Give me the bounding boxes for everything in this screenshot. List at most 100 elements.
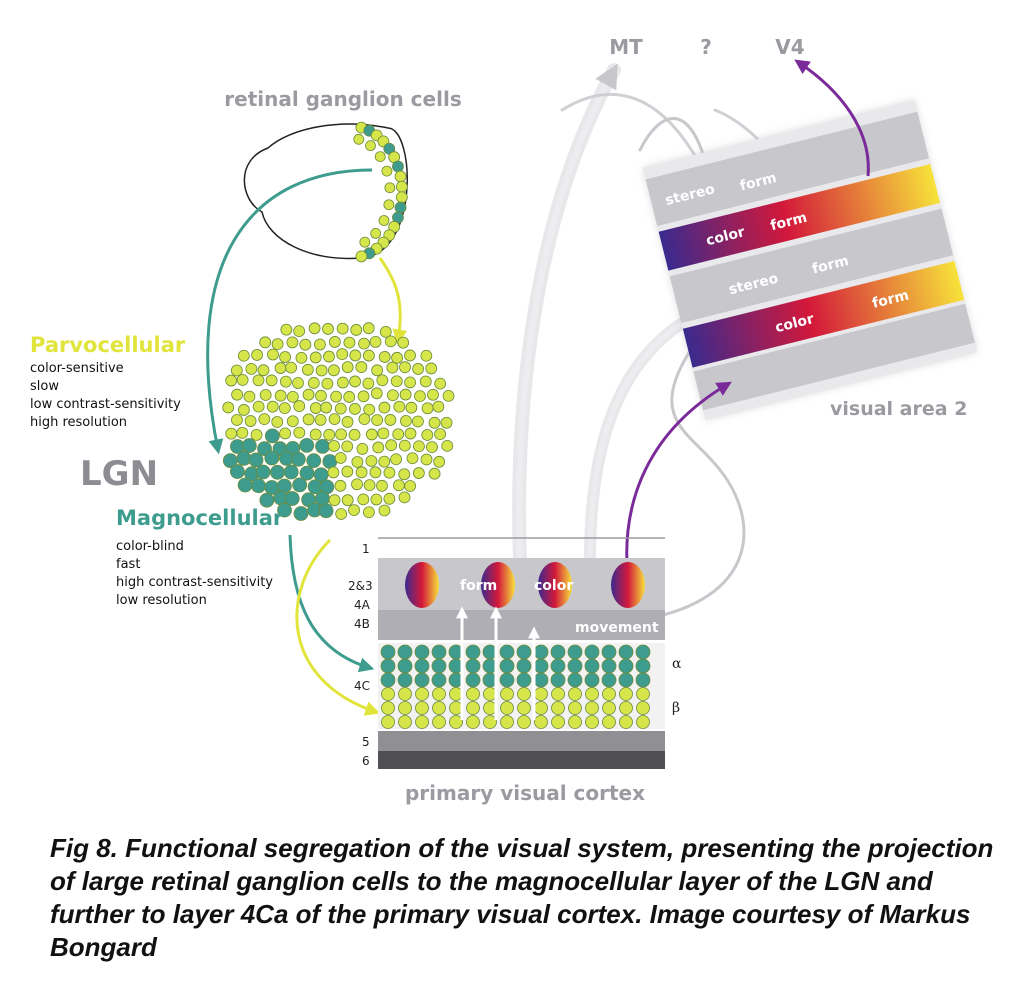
parvo-cell [378, 504, 391, 517]
cytochrome-blob [611, 562, 645, 608]
parvo-cell [321, 377, 334, 390]
parvo-cell [293, 426, 306, 439]
parvo-cell [404, 349, 416, 362]
parvo-cell [355, 361, 368, 373]
layer-4c-alpha-cell [397, 658, 413, 674]
parvo-cell [328, 413, 341, 426]
layer-4c-alpha-cell [533, 644, 549, 660]
magno-title: Magnocellular [116, 506, 284, 530]
layer-4c-beta-cell [415, 701, 429, 715]
layer-4c-alpha-cell [414, 644, 430, 660]
magno-cell [270, 464, 285, 480]
parvo-cell [391, 351, 403, 364]
parvo-cell [357, 493, 370, 506]
parvo-cell [292, 377, 304, 389]
parvo-cell [428, 416, 441, 429]
parvo-cell [349, 403, 361, 415]
parvo-cell [362, 349, 375, 362]
parvo-cell [392, 428, 405, 441]
layer-4c-alpha-cell [431, 658, 447, 674]
magno-cell [306, 453, 322, 469]
retina-cell [353, 133, 365, 145]
parvo-cell [370, 493, 383, 506]
layer-4c-alpha-cell [601, 672, 617, 688]
v1-movement-label: movement [575, 620, 659, 636]
parvo-cell [365, 455, 378, 467]
layer-4c-alpha-cell [516, 658, 532, 674]
retina-cell [392, 160, 404, 173]
retina-cell [374, 151, 386, 163]
parvo-cell [334, 402, 347, 415]
parvo-cell [371, 414, 384, 427]
parvo-cell [266, 400, 279, 413]
layer-4c-beta-cell [500, 687, 514, 701]
layer-4c-beta-cell [636, 701, 650, 715]
retina-to-parvo-arrow [378, 257, 408, 345]
parvo-cell [356, 443, 369, 455]
parvo-cell [385, 439, 398, 452]
parvo-to-4c-beta-arrow [295, 538, 381, 716]
layer-4c-alpha-cell [380, 644, 396, 660]
parvo-cell [285, 361, 297, 374]
magno-to-4c-alpha-arrow [288, 534, 375, 673]
parvo-cell [225, 427, 238, 440]
layer-4c-alpha-cell [465, 644, 481, 660]
parvo-cell [309, 402, 322, 414]
retina-cell [381, 165, 393, 177]
parvo-cell [315, 364, 328, 377]
parvo-cell [372, 441, 385, 454]
parvo-cell [414, 390, 426, 403]
layer-4c-alpha-cell [550, 658, 566, 674]
parvo-cell [421, 402, 434, 415]
lgn-cells [222, 322, 455, 521]
parvo-cell [301, 363, 314, 376]
layer-4c-beta-cell [466, 701, 480, 715]
parvo-cell [341, 361, 354, 374]
parvo-cell [237, 349, 250, 362]
parvo-cell [426, 441, 438, 453]
parvo-cell [308, 322, 321, 335]
parvo-cell [315, 389, 327, 402]
magno-desc-3: high contrast-sensitivity [116, 575, 273, 590]
parvo-cell [314, 413, 327, 426]
parvo-cell [363, 506, 375, 519]
layer-4c-beta-cell [551, 701, 565, 715]
layer-6-label: 6 [362, 754, 370, 768]
parvo-cell [363, 479, 376, 492]
parvo-cell [323, 350, 335, 363]
parvo-cell [378, 455, 391, 468]
layer-4c-alpha-cell [618, 644, 634, 660]
layer-4c-beta-cell [619, 687, 633, 701]
cytochrome-blob [481, 562, 515, 608]
parvo-cell [307, 377, 320, 389]
mt-label: MT [609, 35, 643, 59]
magno-cell [277, 502, 292, 518]
layer-4c-beta-cell [602, 701, 616, 715]
layer-4c-beta-cell [602, 687, 616, 701]
layer-4c-beta-cell [466, 715, 480, 729]
parvo-cell [378, 401, 391, 414]
parvo-cell [341, 494, 354, 507]
retina-cell [355, 250, 368, 263]
layer-4c-alpha-cell [499, 672, 515, 688]
beta-label: β [672, 700, 680, 716]
v4-label: V4 [775, 35, 804, 59]
layer-4c-beta-cell [466, 687, 480, 701]
parvo-cell [343, 336, 356, 349]
layer-4c-beta-cell [551, 715, 565, 729]
magno-cell [264, 428, 280, 444]
parvo-cell [252, 400, 265, 413]
magno-cell [264, 450, 280, 466]
layer-4c-beta-cell [500, 715, 514, 729]
retina-cells [353, 121, 408, 263]
layer-4c-alpha-cell [567, 658, 583, 674]
parvo-cell [257, 364, 270, 377]
retina-cell [395, 180, 408, 193]
parvo-cell [328, 494, 341, 507]
parvo-cell [320, 401, 333, 414]
parvo-cell [369, 466, 382, 479]
parvo-cell [413, 440, 425, 453]
layer-4c-alpha-cell [584, 644, 600, 660]
layer-4c-alpha-cell [431, 644, 447, 660]
parvo-cell [348, 504, 360, 516]
